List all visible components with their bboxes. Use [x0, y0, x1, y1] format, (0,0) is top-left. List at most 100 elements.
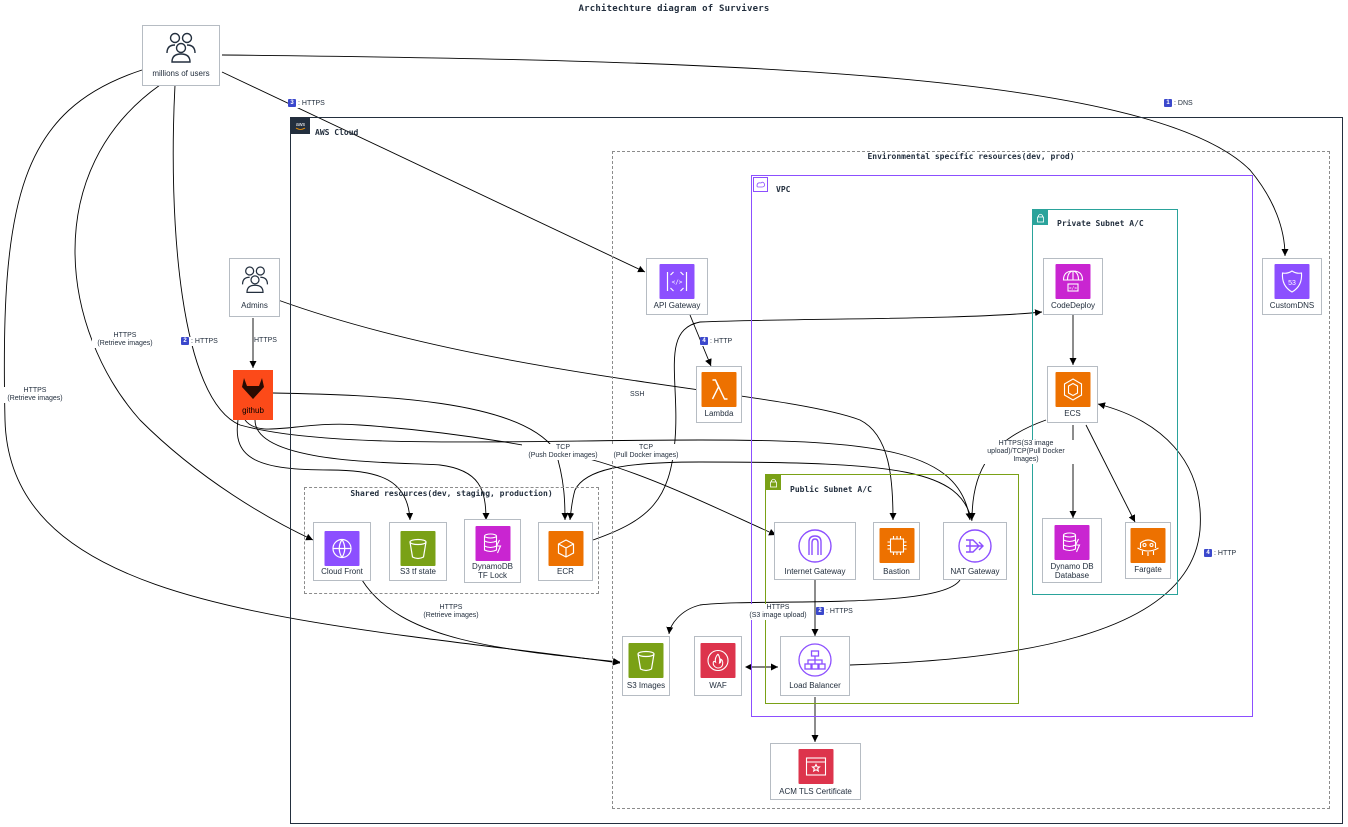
edge-label-admin-https: HTTPS: [254, 337, 277, 345]
edge-label-text: : HTTPS: [298, 99, 325, 107]
step-badge: 2: [816, 607, 824, 615]
edge-label-text: : HTTP: [1214, 549, 1237, 557]
shared-group: [304, 487, 599, 594]
users-label: millions of users: [152, 69, 210, 78]
edge-label-text: : HTTPS: [826, 607, 853, 615]
gitlab-fox-icon: [239, 375, 267, 406]
s3-bucket-icon: [400, 531, 436, 566]
vpc-icon: [753, 177, 768, 192]
env-group: [612, 151, 1330, 809]
edge-github-igw: [244, 419, 777, 536]
ecr-node[interactable]: ECR: [538, 522, 593, 581]
edge-nat-ecr: [567, 461, 973, 522]
s3-tf-node[interactable]: S3 tf state: [389, 522, 447, 581]
svg-text:53: 53: [1288, 280, 1296, 287]
bastion-node[interactable]: Bastion: [873, 522, 920, 580]
api-gateway-label: API Gateway: [653, 301, 701, 310]
edge-label-igw-lb: 2: HTTPS: [816, 607, 853, 616]
dynamodb-database-icon: [1054, 525, 1090, 560]
api-gateway-icon: </>: [659, 264, 695, 299]
step-badge: 4: [1204, 549, 1212, 557]
svg-text:</>: </>: [672, 279, 683, 286]
ec2-instance-icon: [879, 528, 914, 563]
s3-images-bucket-icon: [628, 643, 664, 678]
load-balancer-label: Load Balancer: [789, 681, 841, 690]
cloudfront-node[interactable]: Cloud Front: [313, 522, 371, 581]
aws-cloud-group: [290, 117, 1343, 824]
edge-users-dns: [221, 54, 1289, 257]
codedeploy-node[interactable]: </> CodeDeploy: [1043, 258, 1103, 315]
step-badge: 1: [1164, 99, 1172, 107]
edge-label-http-lambda: 4: HTTP: [700, 337, 733, 346]
lambda-label: Lambda: [704, 409, 734, 418]
s3-tf-label: S3 tf state: [399, 567, 437, 576]
internet-gateway-node[interactable]: Internet Gateway: [774, 522, 856, 580]
s3-images-label: S3 Images: [626, 681, 666, 690]
acm-node[interactable]: ACM TLS Certificate: [770, 743, 861, 800]
lambda-node[interactable]: Lambda: [696, 366, 742, 423]
edge-label-text: : DNS: [1174, 99, 1193, 107]
edge-label-retrieve-left: HTTPS (Retrieve images): [2, 387, 68, 403]
edge-admins-bastion: [277, 299, 897, 521]
admins-label: Admins: [241, 301, 268, 310]
edge-label-dns: 1: DNS: [1164, 99, 1193, 108]
public-subnet-label: Public Subnet A/C: [790, 485, 872, 494]
diagram-title: Architechture diagram of Survivers: [578, 4, 770, 14]
env-label: Environmental specific resources(dev, pr…: [867, 152, 1075, 161]
ecs-node[interactable]: ECS: [1047, 366, 1098, 423]
admins-node[interactable]: Admins: [229, 258, 280, 317]
nat-gateway-node[interactable]: NAT Gateway: [943, 522, 1007, 580]
waf-node[interactable]: WAF: [694, 636, 742, 696]
edge-label-ecs-nat: HTTPS(S3 image upload)/TCP(Pull Docker I…: [976, 440, 1076, 464]
github-node[interactable]: github: [233, 370, 273, 420]
edge-cf-s3: [361, 579, 621, 665]
cloudfront-icon: [324, 531, 360, 566]
nat-gateway-icon: [957, 528, 993, 564]
certificate-icon: [798, 749, 833, 784]
public-subnet-group: [765, 474, 1019, 704]
api-gateway-node[interactable]: </> API Gateway: [646, 258, 708, 315]
edge-users-nat: [172, 84, 973, 521]
bastion-label: Bastion: [883, 567, 910, 576]
vpc-label: VPC: [776, 185, 791, 194]
edge-label-nat-s3: HTTPS (S3 image upload): [742, 604, 814, 620]
dynamo-db-node[interactable]: Dynamo DB Database: [1042, 518, 1102, 583]
users-node[interactable]: millions of users: [142, 25, 220, 86]
nat-gateway-label: NAT Gateway: [950, 567, 1000, 576]
edge-github-s3tf: [236, 419, 414, 521]
edge-ecs-fargate: [1085, 424, 1136, 523]
custom-dns-node[interactable]: 53 CustomDNS: [1262, 258, 1322, 315]
edge-users-cloudfront: [74, 84, 314, 541]
edge-lb-ecs: [849, 402, 1201, 666]
step-badge: 3: [288, 99, 296, 107]
s3-images-node[interactable]: S3 Images: [622, 636, 670, 696]
edge-label-tcp-pull: TCP (Pull Docker images): [606, 444, 686, 460]
fargate-node[interactable]: Fargate: [1125, 522, 1171, 579]
private-subnet-group: [1032, 209, 1178, 595]
edge-label-users-api: 3: HTTPS: [288, 99, 325, 108]
dynamo-tf-label: DynamoDB TF Lock: [472, 562, 513, 580]
route53-icon: 53: [1274, 264, 1310, 299]
svg-text:</>: </>: [1069, 286, 1077, 292]
acm-label: ACM TLS Certificate: [779, 787, 852, 796]
step-badge: 4: [700, 337, 708, 345]
dynamo-tf-node[interactable]: DynamoDB TF Lock: [464, 519, 521, 583]
shared-label: Shared resources(dev, staging, productio…: [350, 489, 553, 498]
load-balancer-node[interactable]: Load Balancer: [780, 636, 850, 696]
ecs-icon: [1055, 372, 1090, 407]
fargate-label: Fargate: [1134, 565, 1162, 574]
dynamo-db-label: Dynamo DB Database: [1050, 562, 1094, 580]
load-balancer-icon: [797, 642, 833, 678]
edge-label-tcp-push: TCP (Push Docker images): [522, 444, 604, 460]
ecr-label: ECR: [557, 567, 574, 576]
vpc-group: [751, 175, 1253, 717]
users-icon: [163, 31, 199, 63]
edge-users-s3-outer: [3, 69, 621, 666]
aws-cloud-label: AWS Cloud: [315, 128, 359, 137]
public-subnet-lock-icon: [766, 475, 781, 490]
svg-text:aws: aws: [296, 122, 305, 128]
custom-dns-label: CustomDNS: [1269, 301, 1315, 310]
edge-ecr-codedeploy: [592, 309, 1043, 541]
internet-gateway-label: Internet Gateway: [784, 567, 846, 576]
